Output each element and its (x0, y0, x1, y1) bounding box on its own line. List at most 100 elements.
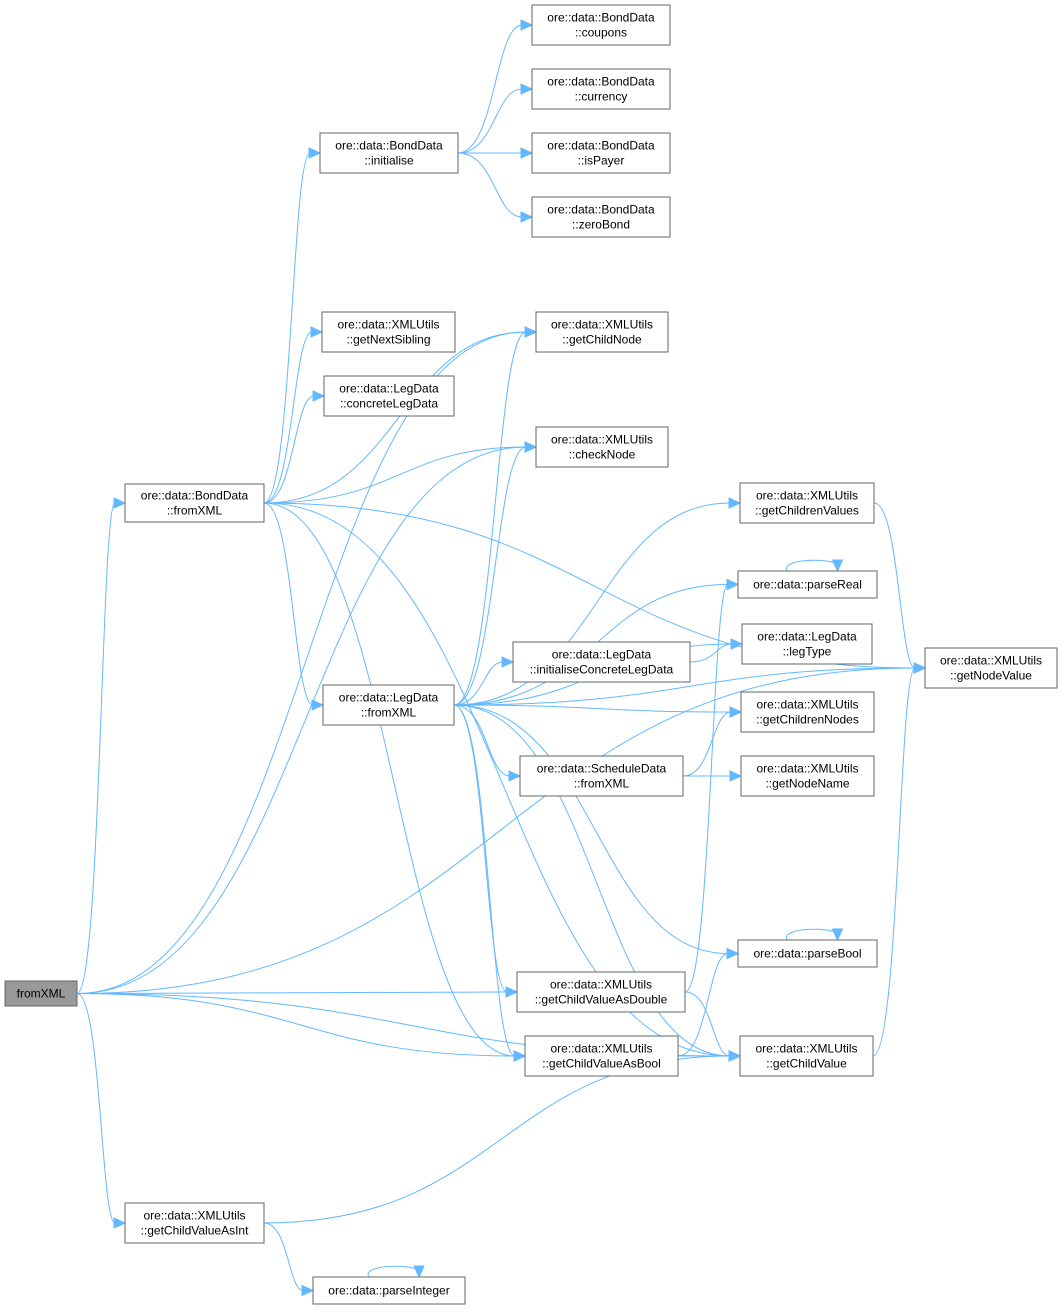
root-node[interactable]: fromXML (4, 980, 78, 1007)
node-label: ::fromXML (167, 504, 223, 518)
arrowhead-icon (311, 699, 325, 711)
node-label: ore::data::LegData (339, 382, 439, 396)
edge-1-to-15 (263, 502, 314, 706)
graph-node[interactable]: ore::data::XMLUtils::getChildValueAsInt (124, 1202, 265, 1244)
node-box (740, 755, 875, 797)
node-label: ::zeroBond (572, 218, 630, 232)
node-label: ::initialiseConcreteLegData (530, 663, 674, 677)
node-label: ore::data::ScheduleData (537, 762, 667, 776)
edge-15-to-18 (453, 704, 511, 777)
arrowhead-icon (728, 497, 742, 509)
graph-node[interactable]: ore::data::LegData::concreteLegData (323, 375, 455, 417)
edges-layer (76, 19, 927, 1297)
edge-15-to-11 (453, 502, 731, 706)
node-label: ::getChildValueAsBool (542, 1057, 661, 1071)
node-label: ::isPayer (578, 154, 625, 168)
graph-node[interactable]: ore::data::XMLUtils::checkNode (535, 426, 669, 468)
graph-node[interactable]: ore::data::BondData::fromXML (124, 483, 265, 523)
graph-node[interactable]: ore::data::ScheduleData::fromXML (519, 755, 684, 797)
node-box (524, 1035, 679, 1077)
edge-1-to-23 (263, 502, 731, 1057)
node-box (739, 1035, 874, 1077)
arrowhead-icon (520, 19, 534, 31)
edge-12-to-12 (786, 559, 839, 572)
node-label: ::initialise (364, 154, 414, 168)
node-label: ::getNodeValue (950, 669, 1032, 683)
arrowhead-icon (913, 662, 927, 674)
graph-node[interactable]: ore::data::BondData::initialise (319, 132, 459, 174)
edge-2-to-4 (457, 88, 523, 154)
graph-node[interactable]: ore::data::XMLUtils::getChildNode (535, 311, 669, 353)
edge-2-to-3 (457, 24, 523, 154)
graph-node[interactable]: ore::data::LegData::fromXML (322, 684, 455, 726)
node-label: ore::data::XMLUtils (756, 698, 858, 712)
graph-node[interactable]: ore::data::BondData::currency (531, 68, 671, 110)
node-box (321, 311, 456, 353)
node-label: ore::data::XMLUtils (755, 1042, 857, 1056)
graph-node[interactable]: ore::data::XMLUtils::getChildValueAsBool (524, 1035, 679, 1077)
graph-node[interactable]: ore::data::LegData::legType (741, 623, 873, 665)
node-box (319, 132, 459, 174)
arrowhead-icon (308, 147, 322, 159)
edge-25-to-25 (367, 1265, 421, 1278)
node-label: ::coupons (575, 26, 627, 40)
node-label: ore::data::LegData (552, 648, 652, 662)
edge-16-to-13 (689, 643, 733, 663)
edge-15-to-20 (453, 704, 729, 954)
node-label: ::legType (783, 645, 832, 659)
edge-15-to-21 (453, 704, 508, 993)
node-label: ::currency (575, 90, 628, 104)
graph-node[interactable]: ore::data::parseInteger (312, 1276, 466, 1305)
edge-1-to-8 (263, 331, 527, 504)
arrowhead-icon (520, 83, 534, 95)
node-label: ore::data::XMLUtils (337, 318, 439, 332)
graph-node[interactable]: ore::data::BondData::zeroBond (531, 196, 671, 238)
graph-node[interactable]: ore::data::XMLUtils::getChildrenNodes (740, 691, 875, 733)
node-label: ore::data::XMLUtils (756, 762, 858, 776)
graph-node[interactable]: ore::data::BondData::coupons (531, 4, 671, 46)
arrowhead-icon (520, 211, 534, 223)
graph-node[interactable]: ore::data::parseBool (737, 939, 878, 968)
nodes-layer: fromXMLore::data::BondData::fromXMLore::… (4, 4, 1058, 1305)
graph-node[interactable]: ore::data::XMLUtils::getNextSibling (321, 311, 456, 353)
arrowhead-icon (113, 497, 127, 509)
edge-0-to-22 (76, 993, 516, 1057)
graph-node[interactable]: ore::data::XMLUtils::getChildValueAsDoub… (516, 971, 686, 1013)
node-label: ore::data::BondData (547, 11, 655, 25)
edge-21-to-12 (684, 584, 729, 993)
arrowhead-icon (729, 770, 743, 782)
node-box (322, 684, 455, 726)
graph-node[interactable]: ore::data::LegData::initialiseConcreteLe… (512, 641, 691, 683)
graph-node[interactable]: ore::data::parseReal (737, 570, 878, 599)
arrowhead-icon (513, 1050, 527, 1062)
graph-node[interactable]: ore::data::XMLUtils::getNodeName (740, 755, 875, 797)
node-box (741, 623, 873, 665)
graph-node[interactable]: ore::data::XMLUtils::getChildValue (739, 1035, 874, 1077)
node-label: ore::data::XMLUtils (756, 489, 858, 503)
node-label: ore::data::XMLUtils (550, 978, 652, 992)
edge-20-to-20 (786, 928, 839, 941)
arrowhead-icon (505, 986, 519, 998)
node-box (531, 4, 671, 46)
node-box (512, 641, 691, 683)
arrowhead-icon (524, 326, 538, 338)
arrowhead-icon (524, 441, 538, 453)
graph-node[interactable]: ore::data::BondData::isPayer (531, 132, 671, 174)
edge-1-to-10 (263, 446, 527, 504)
edge-21-to-23 (684, 991, 731, 1057)
arrowhead-icon (831, 559, 844, 573)
edge-0-to-21 (76, 991, 508, 994)
node-box (535, 311, 669, 353)
node-label: ore::data::BondData (335, 139, 443, 153)
node-label: ::fromXML (574, 777, 630, 791)
node-box (739, 482, 875, 524)
graph-node[interactable]: ore::data::XMLUtils::getChildrenValues (739, 482, 875, 524)
node-label: ore::data::parseReal (753, 578, 862, 592)
arrowhead-icon (312, 390, 326, 402)
node-label: ::getChildValueAsDouble (535, 993, 668, 1007)
arrowhead-icon (730, 638, 744, 650)
edge-2-to-6 (457, 152, 523, 218)
graph-node[interactable]: ore::data::XMLUtils::getNodeValue (924, 647, 1058, 689)
edge-18-to-17 (682, 711, 732, 777)
node-box (531, 196, 671, 238)
